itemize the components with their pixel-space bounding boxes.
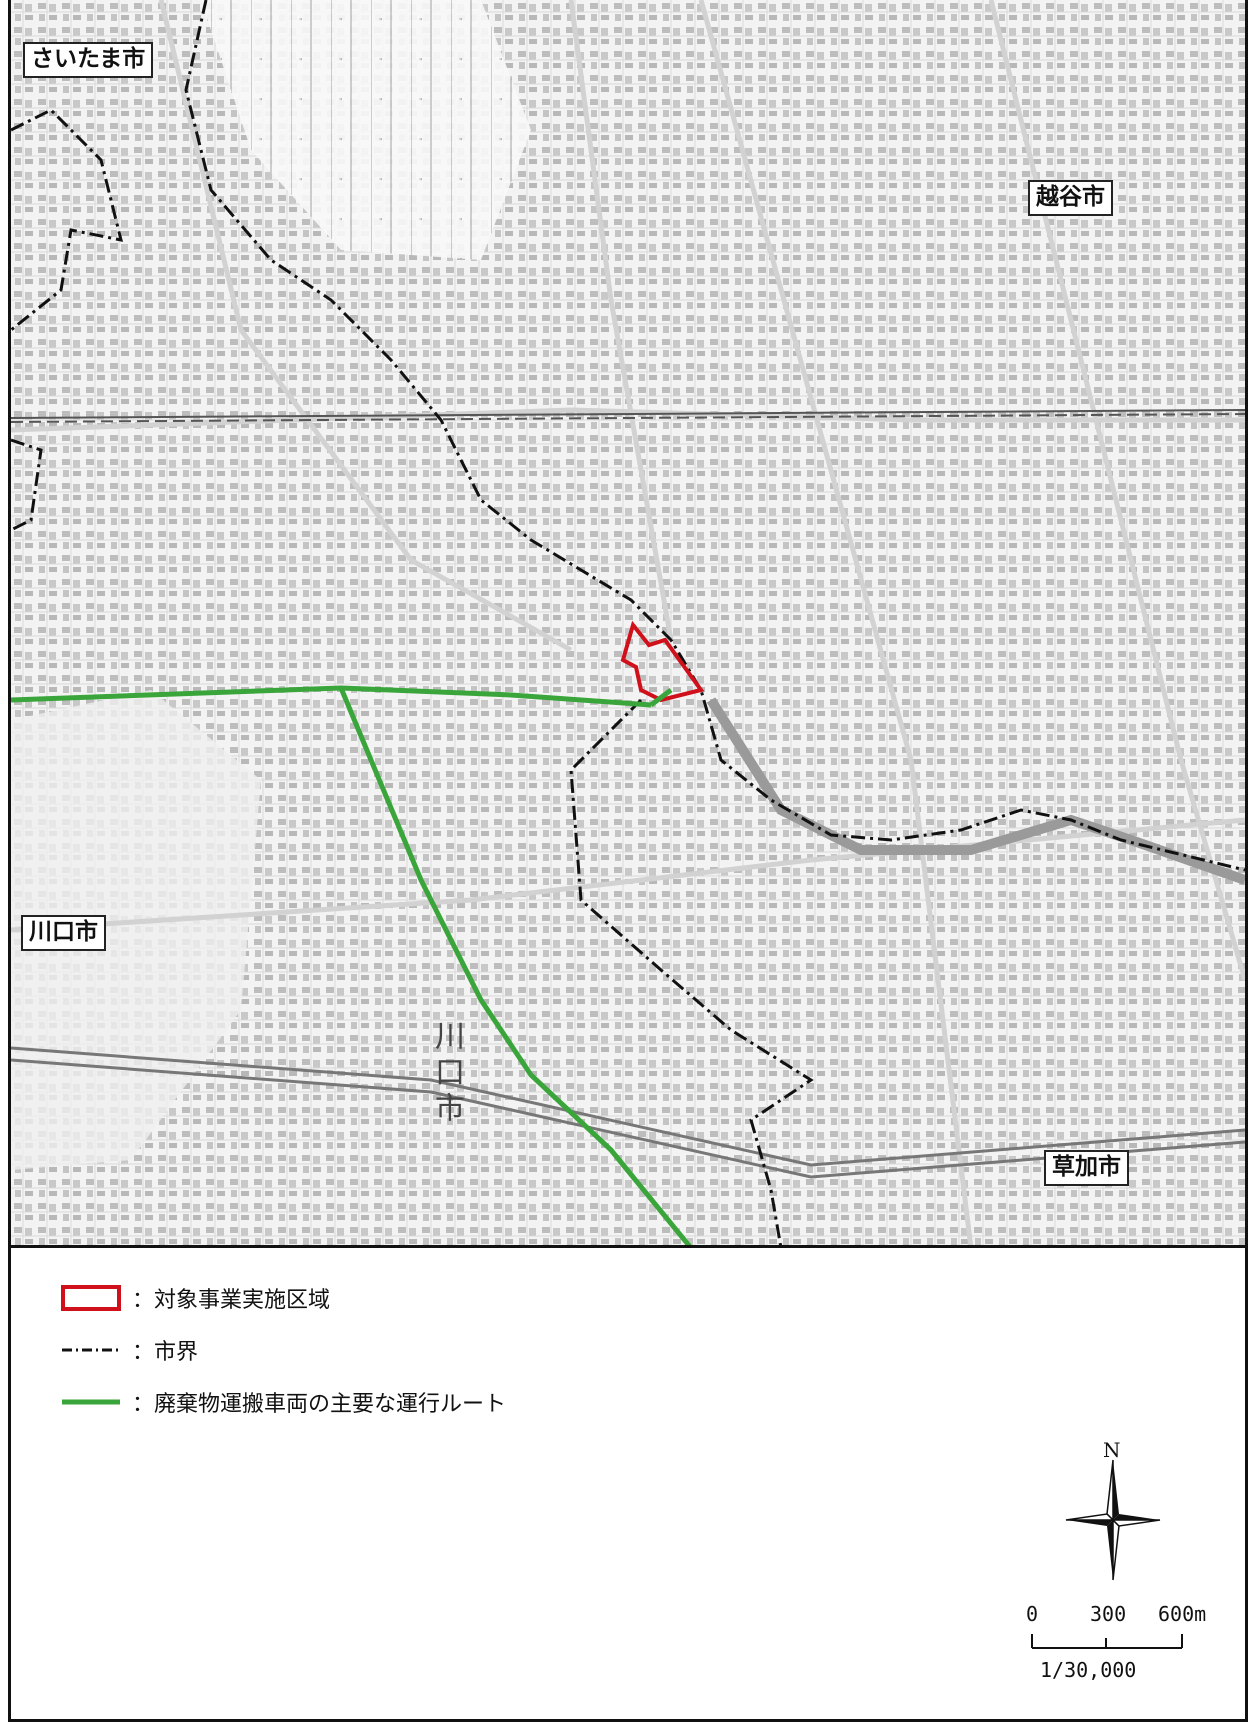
legend-item-route: ：廃棄物運搬車両の主要な運行ルート [60,1382,506,1422]
scale-tick-300: 300 [1090,1602,1127,1626]
compass-north-label: N [1103,1438,1121,1462]
farm-fields [201,0,531,260]
compass-icon [1065,1459,1161,1581]
city-label-saitama: さいたま市 [23,42,154,78]
map-kanji-kawaguchi: 川口市 [429,1020,464,1128]
green-line-icon [62,1399,120,1405]
legend-item-area: ：対象事業実施区域 [60,1278,330,1318]
truck-route-west[interactable] [11,685,652,708]
major-roads [11,0,1245,1245]
city-label-soka: 草加市 [1044,1150,1129,1186]
map-area[interactable]: " [11,0,1245,1248]
city-label-kawaguchi: 川口市 [21,915,106,951]
scale-line [1031,1634,1183,1649]
legend-item-boundary: ：市界 [60,1330,198,1370]
truck-route-south[interactable] [338,687,692,1248]
river [706,697,1245,885]
railway-horizontal [11,409,1245,423]
legend-label-route: ：廃棄物運搬車両の主要な運行ルート [132,1392,507,1417]
city-label-koshigaya: 越谷市 [1028,180,1113,216]
scale-tick-0: 0 [1026,1602,1039,1626]
truck-route-access[interactable] [649,688,673,707]
legend-label-area: ：対象事業実施区域 [132,1288,331,1313]
city-boundaries [11,0,1245,1245]
dash-dot-line-icon [62,1348,120,1352]
greenery-area [11,690,261,1170]
scale-bar: 0 300 600m 1/30,000 [1018,1600,1218,1710]
red-rectangle-icon [61,1285,121,1311]
scale-ratio: 1/30,000 [1040,1658,1137,1682]
legend-label-boundary: ：市界 [132,1340,199,1365]
expressway [11,1046,1245,1179]
scale-tick-600: 600m [1158,1602,1207,1626]
